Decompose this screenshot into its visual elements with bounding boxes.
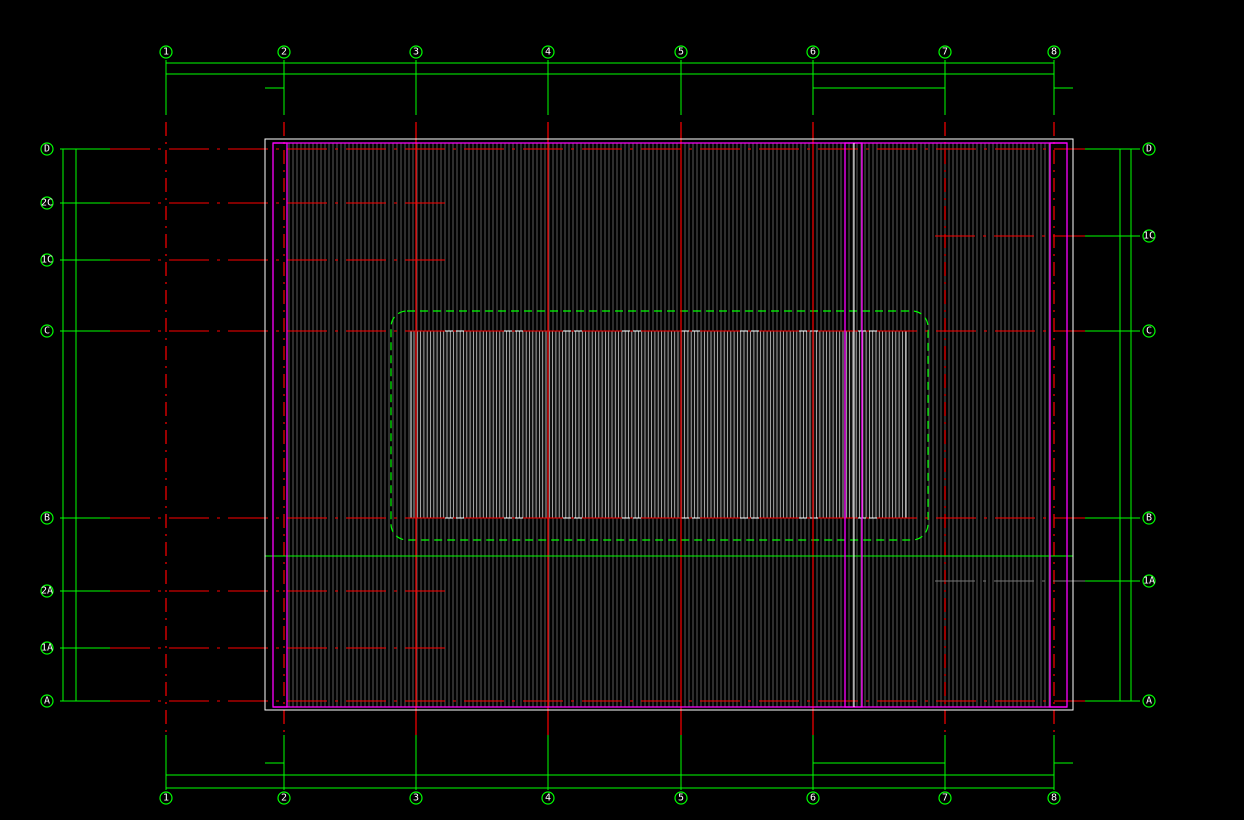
axis-bubble-label: 1A [1143,576,1155,587]
axis-bubble-circle [1047,791,1061,805]
axis-bubble-3: 3 [409,45,423,59]
axis-bubble-label: 1A [41,643,53,654]
axis-bubble-C: C [1142,324,1156,338]
axis-bubble-circle [159,45,173,59]
axis-bubble-circle [541,791,555,805]
axis-bubble-label: 8 [1051,47,1057,58]
axis-bubble-label: 1C [1143,231,1155,242]
axis-bubble-circle [277,45,291,59]
axis-bubble-label: B [1146,513,1152,524]
axis-bubble-circle [938,791,952,805]
axis-bubble-label: 2 [281,47,287,58]
axis-bubble-1: 1 [159,45,173,59]
axis-bubble-label: B [44,513,50,524]
building-outline [264,138,1074,711]
axis-bubble-label: 6 [810,47,816,58]
roof-edge [264,138,1074,711]
axis-bubble-circle [40,694,54,708]
axis-bubble-circle [40,142,54,156]
axis-bubble-circle [1047,45,1061,59]
axis-bubble-circle [1142,574,1156,588]
axis-bubble-circle [806,45,820,59]
axis-grid-lines [60,60,1140,790]
axis-bubble-6: 6 [806,45,820,59]
axis-bubble-label: C [1146,326,1152,337]
axis-bubble-label: 1 [163,47,169,58]
axis-bubble-label: C [44,326,50,337]
axis-bubble-label: A [44,696,50,707]
axis-bubble-3: 3 [409,791,423,805]
axis-bubble-circle [40,196,54,210]
axis-bubble-circle [40,253,54,267]
axis-bubble-2: 2 [277,791,291,805]
axis-bubble-circle [40,324,54,338]
axis-bubble-label: 7 [942,47,948,58]
axis-bubble-circle [1142,511,1156,525]
axis-bubble-1: 1 [159,791,173,805]
axis-bubble-1A: 1A [1142,574,1156,588]
axis-bubble-circle [1142,142,1156,156]
dimension-lines [62,62,1132,789]
axis-bubble-4: 4 [541,791,555,805]
axis-bubble-circle [938,45,952,59]
axis-bubble-circle [40,511,54,525]
axis-bubble-label: 8 [1051,793,1057,804]
axis-bubble-8: 8 [1047,791,1061,805]
axis-bubble-4: 4 [541,45,555,59]
axis-bubble-circle [674,791,688,805]
axis-bubble-circle [674,45,688,59]
gutter-beam [272,142,288,708]
axis-bubble-B: B [40,511,54,525]
axis-bubble-7: 7 [938,791,952,805]
axis-bubble-label: 7 [942,793,948,804]
axis-bubble-1C: 1C [1142,229,1156,243]
axis-bubble-label: 2A [41,586,53,597]
skylight-boundary-dashed [390,310,929,541]
gutter-beam [1049,142,1068,708]
axis-bubble-label: 3 [413,47,419,58]
axis-bubble-label: 5 [678,793,684,804]
axis-bubble-label: 3 [413,793,419,804]
axis-bubble-D: D [40,142,54,156]
axis-bubble-label: 2 [281,793,287,804]
axis-bubble-circle [409,45,423,59]
axis-bubble-circle [409,791,423,805]
axis-bubble-label: D [44,144,50,155]
axis-bubble-A: A [40,694,54,708]
axis-bubble-circle [277,791,291,805]
skylight-area [390,310,929,541]
axis-bubble-D: D [1142,142,1156,156]
axis-bubble-label: 4 [545,47,551,58]
axis-bubble-label: 1 [163,793,169,804]
axis-bubble-label: 6 [810,793,816,804]
axis-bubble-2C: 2C [40,196,54,210]
axis-bubble-2A: 2A [40,584,54,598]
axis-bubble-circle [1142,694,1156,708]
axis-bubble-label: 2C [41,198,53,209]
axis-bubble-label: 5 [678,47,684,58]
axis-bubble-2: 2 [277,45,291,59]
axis-bubble-1A: 1A [40,641,54,655]
axis-bubble-7: 7 [938,45,952,59]
axis-bubble-8: 8 [1047,45,1061,59]
axis-bubble-circle [40,641,54,655]
axis-bubble-5: 5 [674,791,688,805]
axis-bubble-circle [40,584,54,598]
axis-bubble-5: 5 [674,45,688,59]
axis-bubble-label: A [1146,696,1152,707]
axis-bubble-B: B [1142,511,1156,525]
axis-bubble-A: A [1142,694,1156,708]
axis-bubble-1C: 1C [40,253,54,267]
axis-bubble-circle [541,45,555,59]
axis-bubble-circle [159,791,173,805]
axis-bubble-label: D [1146,144,1152,155]
axis-bubble-label: 1C [41,255,53,266]
axis-bubble-circle [1142,229,1156,243]
axis-bubble-6: 6 [806,791,820,805]
axis-bubble-circle [806,791,820,805]
axis-bubble-circle [1142,324,1156,338]
axis-bubble-label: 4 [545,793,551,804]
axis-bubble-C: C [40,324,54,338]
